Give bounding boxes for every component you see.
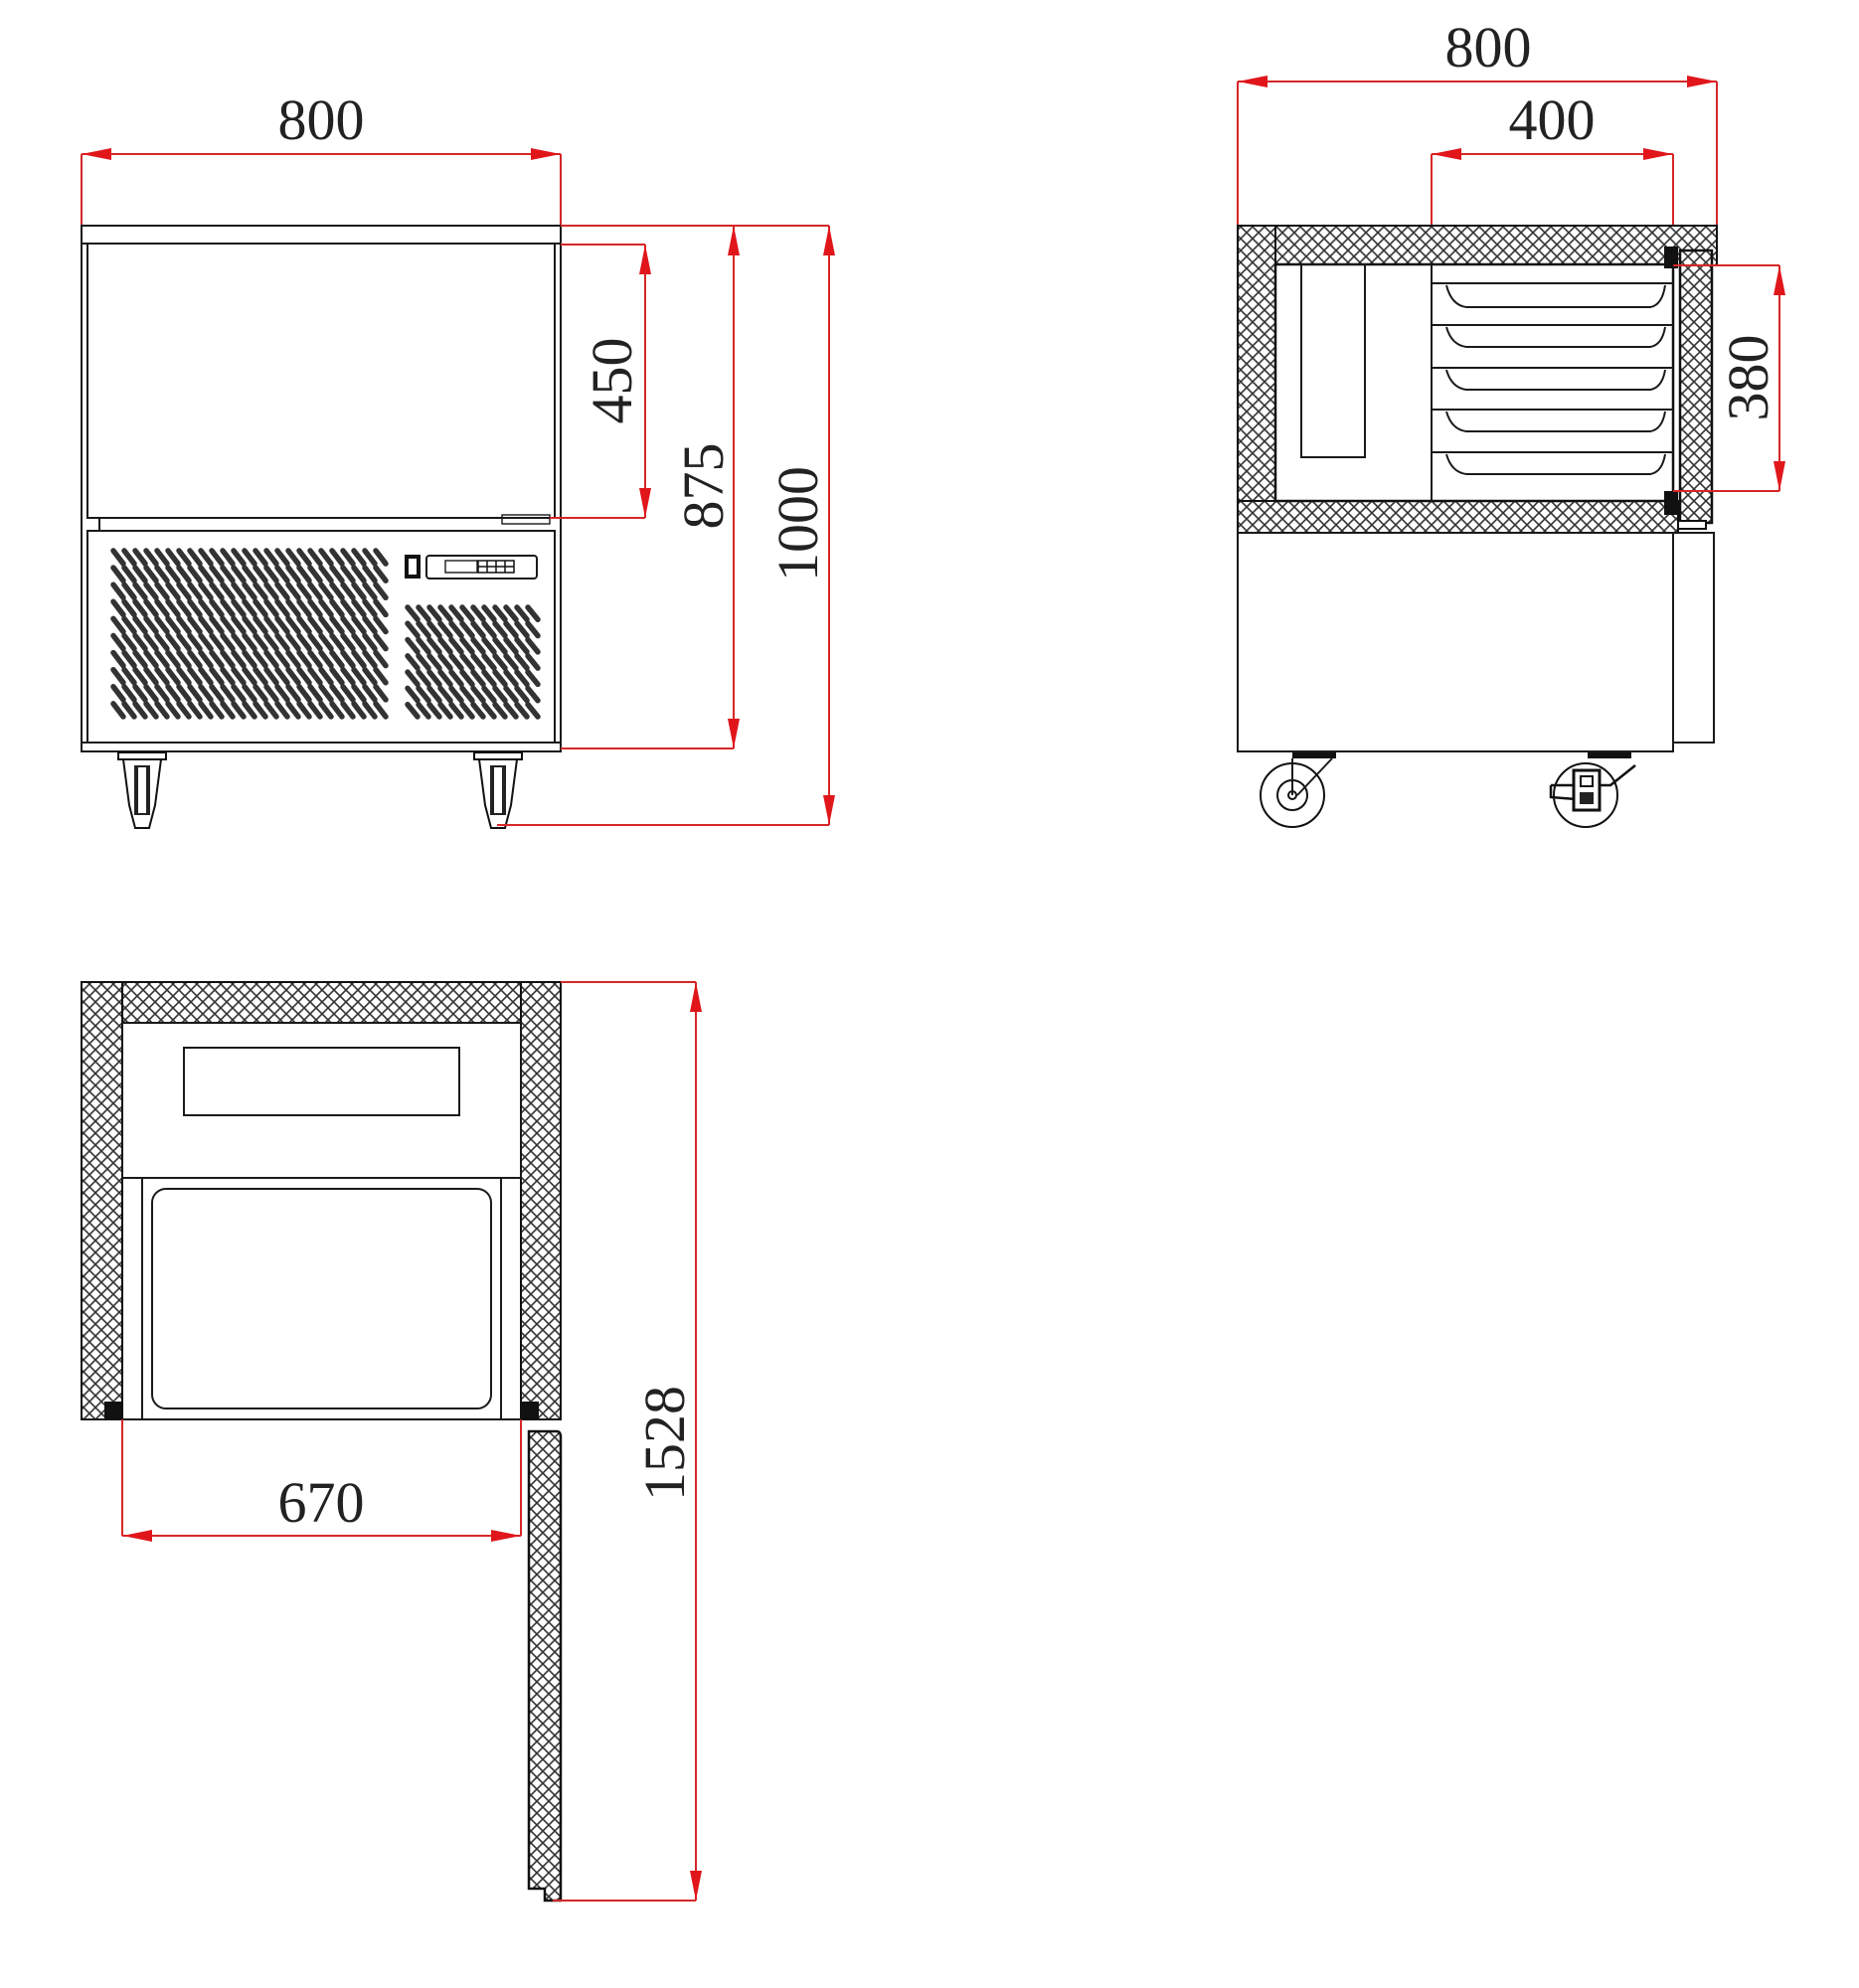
door-height-dimension: 450 (550, 244, 651, 519)
lower-hinge-icon (1664, 491, 1678, 515)
body-height-label: 875 (671, 443, 736, 530)
open-depth-dimension: 1528 (553, 981, 702, 1902)
ventilation-grille-large-slots (110, 548, 389, 720)
internal-height-label: 380 (1716, 335, 1780, 421)
open-depth-label: 1528 (632, 1386, 697, 1501)
door-panel (86, 243, 556, 519)
door-opening-label: 670 (278, 1470, 365, 1535)
tray-rack (1432, 282, 1673, 475)
keypad-icon (477, 560, 515, 574)
plan-view: 670 1528 (81, 981, 702, 1903)
total-height-label: 1000 (765, 466, 830, 581)
caster-front-right (473, 751, 523, 829)
braked-caster-icon (1549, 752, 1636, 828)
ventilation-grille-small-slots (405, 604, 541, 720)
body-height-dimension: 875 (561, 225, 829, 749)
controller-housing (425, 555, 538, 580)
top-slab (81, 225, 562, 245)
door-opening-dimension: 670 (121, 1419, 522, 1542)
base-strip (81, 742, 562, 752)
insulated-cabinet (1237, 225, 1718, 534)
evaporator (1300, 263, 1366, 458)
side-kick-plate (1672, 532, 1715, 744)
side-door (1678, 248, 1714, 525)
door-handle-icon (501, 514, 551, 525)
swivel-caster-icon (1260, 752, 1336, 828)
side-depth-label: 800 (1445, 15, 1532, 80)
compressor-housing (1237, 532, 1674, 752)
evaporator-housing (121, 1022, 522, 1179)
inner-cavity (1273, 262, 1675, 503)
evaporator-fan-outline (183, 1047, 460, 1116)
side-view: 800 400 (1237, 15, 1785, 828)
display-icon (444, 560, 478, 574)
tray-depth-label: 400 (1509, 87, 1596, 152)
gastronorm-pan (151, 1188, 492, 1409)
open-door-panel (527, 1429, 563, 1903)
control-panel (405, 555, 538, 580)
internal-height-dimension: 380 (1673, 264, 1785, 492)
plan-insulated-walls (81, 981, 562, 1420)
front-width-dimension: 800 (81, 87, 562, 226)
upper-hinge-icon (1664, 247, 1678, 268)
power-switch-icon (405, 555, 421, 579)
caster-front-left (117, 751, 167, 829)
door-height-label: 450 (580, 338, 644, 424)
total-height-dimension: 1000 (497, 226, 835, 826)
front-view: 800 (81, 87, 835, 829)
side-depth-dimension: 800 (1237, 15, 1718, 226)
front-width-label: 800 (278, 87, 365, 152)
